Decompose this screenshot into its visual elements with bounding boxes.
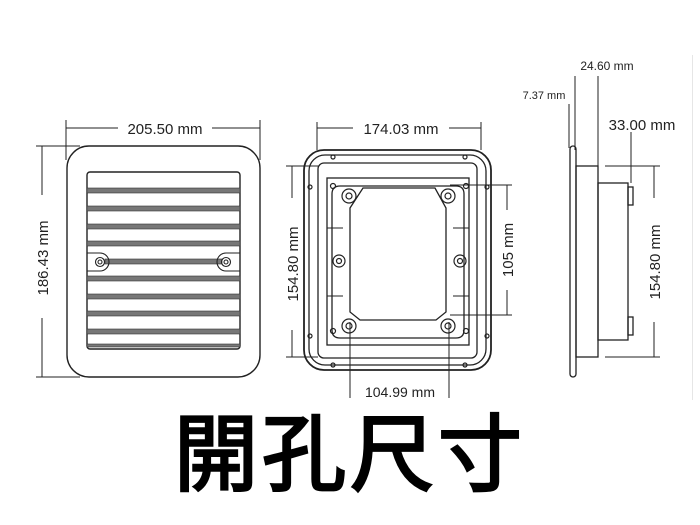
side-height-label: 154.80 mm: [647, 224, 664, 299]
side-view: [568, 76, 660, 378]
hole-spacing-horizontal-label: 104.99 mm: [365, 384, 435, 400]
back-height-label: 154.80 mm: [285, 226, 302, 301]
hole-spacing-vertical-label: 105 mm: [500, 223, 517, 277]
total-depth-label: 33.00 mm: [609, 117, 676, 134]
front-height-label: 186.43 mm: [35, 220, 52, 295]
flange-thickness-label: 7.37 mm: [523, 90, 566, 102]
front-width-label: 205.50 mm: [127, 121, 202, 138]
divider: [692, 55, 693, 400]
front-grille-slats: [86, 187, 241, 348]
front-screws: [87, 252, 240, 272]
depth-label: 24.60 mm: [580, 59, 633, 73]
page-title: 開孔尺寸: [173, 406, 526, 504]
back-screw-holes: [307, 154, 490, 368]
back-width-label: 174.03 mm: [363, 121, 438, 138]
back-view: [286, 122, 512, 398]
front-view: [36, 120, 261, 378]
